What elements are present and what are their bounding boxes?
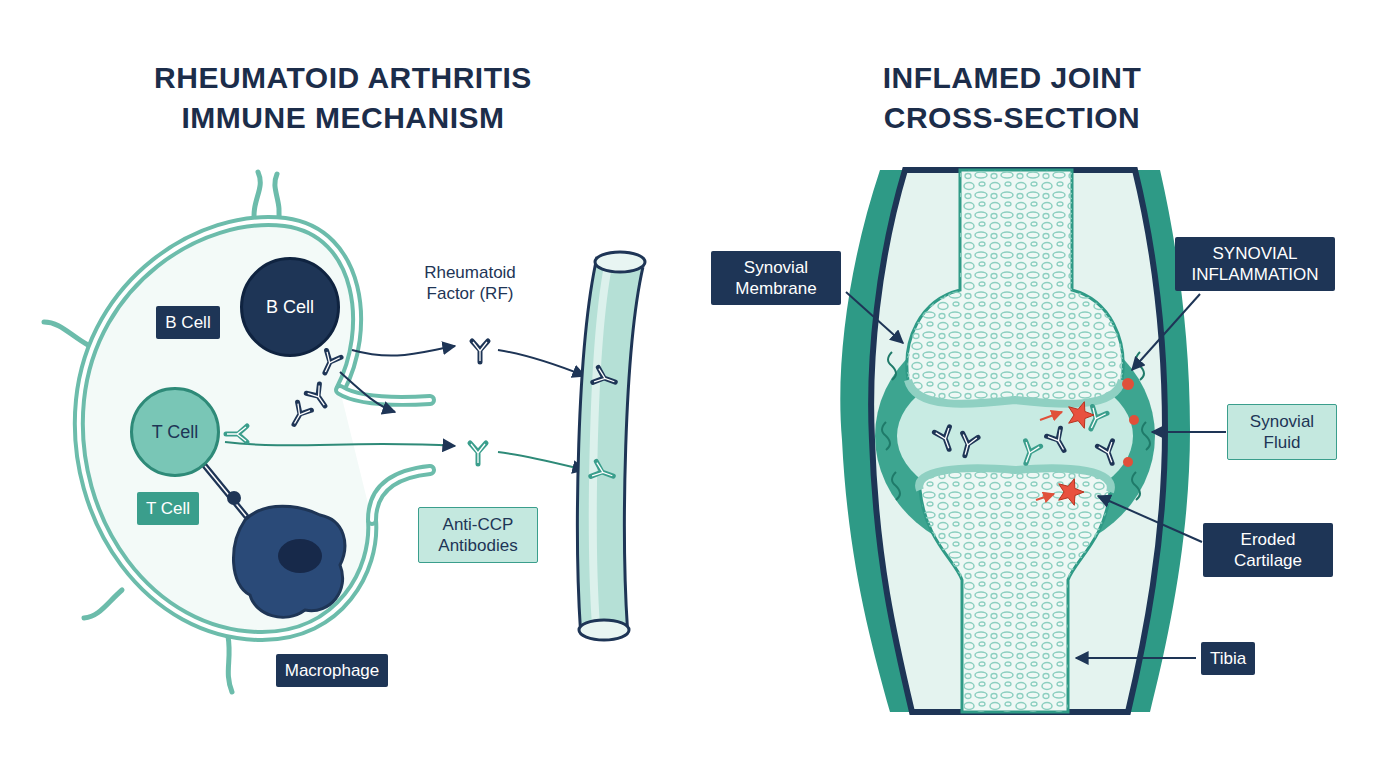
t-cell-circle: T Cell: [130, 387, 220, 477]
antibody-symbols: [306, 384, 331, 410]
joint-capsule: [840, 170, 1190, 712]
blood-vessel: [595, 252, 645, 272]
cell-pseudopods: [44, 322, 88, 345]
tibia-bone: [919, 468, 1111, 712]
antigen-presentation: [205, 466, 246, 516]
antigen-presentation: [205, 466, 246, 516]
part-label: Synovial Membrane: [711, 251, 841, 305]
b-cell-circle: B Cell: [240, 257, 340, 357]
joint-antibodies: [1097, 441, 1119, 466]
macrophage-cell: [234, 506, 345, 617]
macrophage-cell: [278, 539, 322, 573]
femur-bone: [907, 170, 1123, 404]
cell-membrane: [79, 221, 372, 636]
flow-arrows: [352, 346, 455, 356]
node-text: T Cell: [146, 498, 190, 519]
femur-bone: [907, 170, 1123, 404]
inflammation-sparks: [1036, 494, 1054, 500]
femur-bone: [907, 170, 1123, 404]
leader-lines: [846, 292, 1226, 658]
joint-antibodies: [957, 433, 978, 457]
joint-antibodies: [1047, 428, 1071, 454]
flow-arrows: [225, 346, 585, 470]
antibody-symbols: [226, 426, 247, 442]
blood-vessel: [593, 266, 608, 626]
blood-vessel: [591, 461, 616, 483]
antigen-presentation: [205, 466, 246, 516]
blood-vessel: [579, 252, 645, 640]
cell-label: Macrophage: [276, 654, 389, 687]
synovial-lining: [1136, 352, 1144, 380]
antibody-symbols: [287, 402, 311, 428]
node-text: SYNOVIAL INFLAMMATION: [1184, 243, 1326, 285]
diagram-title: RHEUMATOID ARTHRITIS IMMUNE MECHANISM: [113, 58, 573, 138]
flow-arrows: [498, 452, 585, 470]
node-text: Synovial Membrane: [720, 257, 832, 299]
leader-lines: [1152, 431, 1226, 433]
flow-arrows: [498, 350, 585, 376]
cell-pseudopods: [84, 590, 122, 618]
leader-lines: [1098, 496, 1202, 542]
antibody-symbols: [226, 341, 488, 464]
blood-vessel: [593, 367, 618, 389]
antibody-symbols: [318, 350, 341, 376]
cell-pseudopods: [228, 636, 232, 692]
tibia-bone: [919, 468, 1111, 492]
part-label: Synovial Fluid: [1227, 404, 1337, 460]
section-title: INFLAMED JOINT CROSS-SECTION: [842, 58, 1182, 138]
antibody-label: Rheumatoid Factor (RF): [400, 262, 540, 304]
cell-membrane: [340, 390, 430, 401]
blood-vessel: [579, 620, 629, 640]
cell-membrane: [79, 221, 430, 636]
cell-label: B Cell: [156, 306, 219, 339]
antibody-box: Anti-CCP Antibodies: [418, 507, 538, 563]
joint-antibodies: [1018, 441, 1040, 466]
cell-membrane: [340, 390, 430, 401]
inflammation-sparks: [1040, 412, 1062, 420]
inflammation-sparks: [1123, 457, 1133, 467]
synovial-lining: [882, 422, 890, 450]
inflammation-sparks: [1122, 378, 1134, 390]
leader-lines: [1076, 657, 1196, 659]
antibody-symbols: [472, 341, 488, 362]
tibia-bone: [919, 468, 1111, 712]
inflammation-sparks: [1069, 402, 1094, 429]
node-text: Anti-CCP Antibodies: [428, 514, 528, 556]
antibody-symbols: [470, 443, 486, 464]
node-text: Tibia: [1210, 648, 1246, 669]
cell-label: T Cell: [137, 492, 199, 525]
inflammation-sparks: [1129, 415, 1139, 425]
macrophage-cell: [234, 506, 345, 617]
node-text: B Cell: [165, 312, 210, 333]
node-text: Synovial Fluid: [1237, 411, 1327, 453]
node-text: T Cell: [152, 422, 199, 443]
part-label: Eroded Cartilage: [1203, 523, 1333, 577]
inflammation-sparks: [1059, 479, 1084, 506]
antigen-presentation: [227, 491, 241, 505]
leader-lines: [846, 292, 903, 343]
cell-membrane: [79, 221, 372, 636]
joint-capsule: [840, 170, 1190, 712]
tibia-bone: [919, 468, 1111, 712]
synovial-lining: [888, 352, 896, 380]
node-text: Eroded Cartilage: [1212, 529, 1324, 571]
joint-antibodies: [1084, 406, 1107, 432]
part-label: SYNOVIAL INFLAMMATION: [1175, 237, 1335, 291]
femur-bone: [908, 380, 1122, 404]
joint-antibodies: [934, 427, 956, 452]
flow-arrows: [340, 372, 395, 412]
synovial-lining: [892, 472, 900, 500]
part-label: Tibia: [1201, 642, 1255, 675]
synovial-lining: [1132, 472, 1140, 500]
inflammation-sparks: [1036, 378, 1139, 505]
flow-arrows: [225, 442, 455, 446]
synovial-lining: [1142, 422, 1150, 450]
leader-lines: [1132, 294, 1200, 370]
node-text: B Cell: [266, 297, 314, 318]
node-text: Macrophage: [285, 660, 380, 681]
joint-capsule: [871, 170, 1165, 712]
